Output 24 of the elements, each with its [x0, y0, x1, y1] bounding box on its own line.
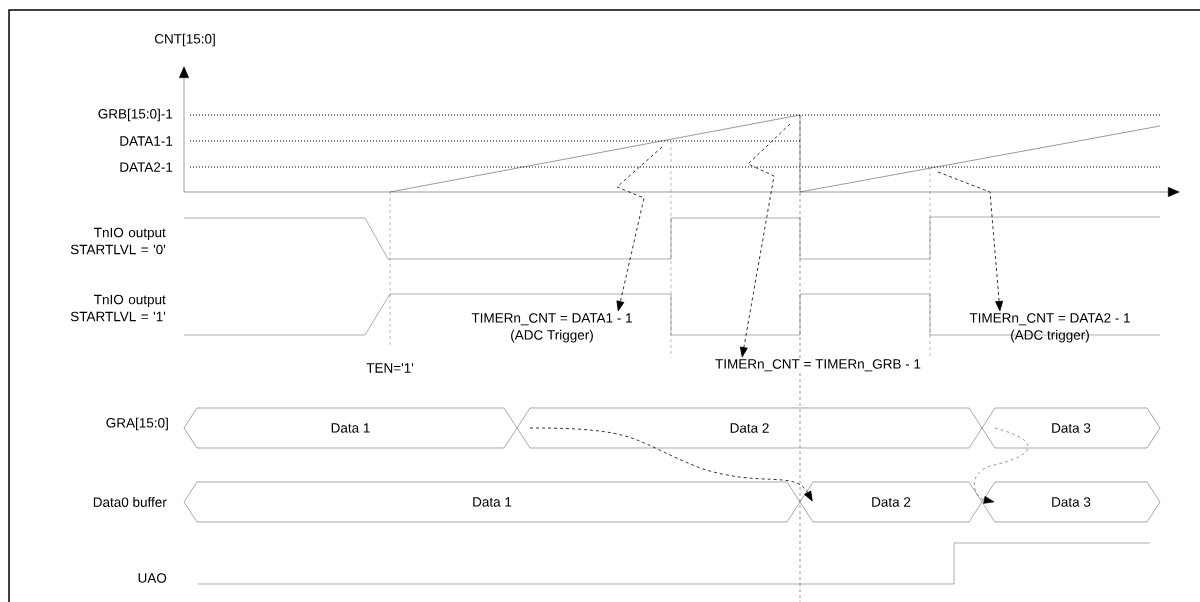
bus-data-cell: Data 3: [981, 407, 1161, 449]
bus-data-cell: Data 3: [981, 481, 1161, 523]
bus-data-cell: Data 1: [183, 481, 801, 523]
trigger-note: TIMERn_CNT = DATA1 - 1 (ADC Trigger): [471, 313, 632, 343]
arrow: [937, 171, 1004, 312]
arrow: [739, 123, 791, 358]
signal-label: DATA1-1: [120, 136, 173, 146]
signal-label: TEN='1': [366, 363, 414, 373]
signal-label: Data0 buffer: [93, 497, 167, 507]
arrow: [616, 146, 663, 312]
signal-label: CNT[15:0]: [154, 33, 215, 47]
trigger-note: TIMERn_CNT = TIMERn_GRB - 1: [714, 358, 922, 373]
signal-label: UAO: [138, 573, 167, 583]
arrow: [974, 427, 1029, 504]
bus-data-cell: Data 1: [183, 407, 518, 449]
arrow: [529, 427, 813, 502]
bus-data-cell: Data 2: [516, 407, 983, 449]
bus-data-cell: Data 2: [799, 481, 983, 523]
signal-label: GRB[15:0]-1: [98, 108, 173, 122]
signal-label: TnIO output STARTLVL = '1': [70, 294, 166, 322]
signal-label: TnIO output STARTLVL = '0': [70, 227, 166, 255]
signal-label: GRA[15:0]: [106, 417, 168, 431]
signal-label: DATA2-1: [120, 162, 173, 172]
trigger-note: TIMERn_CNT = DATA2 - 1 (ADC trigger): [969, 313, 1130, 343]
